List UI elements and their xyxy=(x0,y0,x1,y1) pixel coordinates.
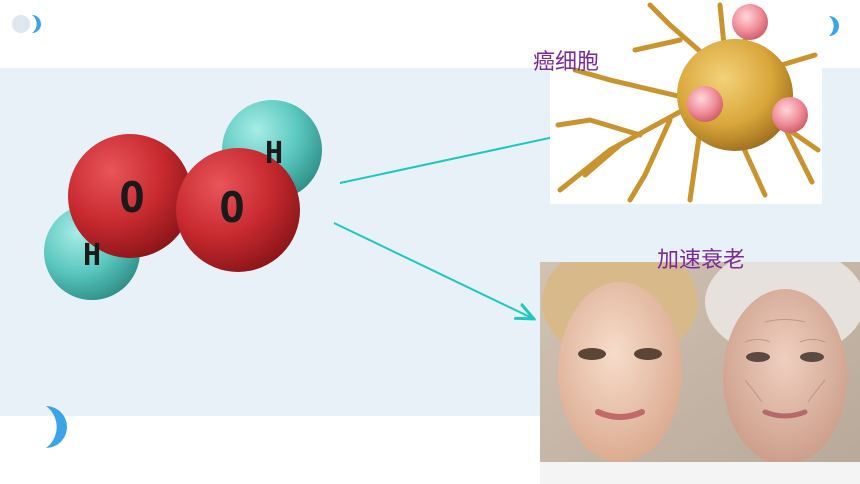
cancer-cell-image xyxy=(550,0,822,204)
arrow-to-cancer-cell xyxy=(339,134,568,184)
atom-label: H xyxy=(83,238,101,273)
oxygen-atom xyxy=(68,134,192,258)
faces-illustration xyxy=(540,262,860,484)
cancer-cell-label: 癌细胞 xyxy=(533,50,600,75)
crescent-icon xyxy=(829,16,839,36)
atom-label: O xyxy=(219,183,244,232)
aging-comparison-photo xyxy=(540,262,860,484)
atom-label: H xyxy=(265,136,283,171)
moon-dot-icon xyxy=(12,15,42,33)
arrow-to-aging xyxy=(333,222,532,318)
oxygen-atom xyxy=(176,148,300,272)
accelerated-aging-label: 加速衰老 xyxy=(657,248,746,273)
atom-label: O xyxy=(119,173,144,222)
crescent-icon xyxy=(46,406,67,448)
